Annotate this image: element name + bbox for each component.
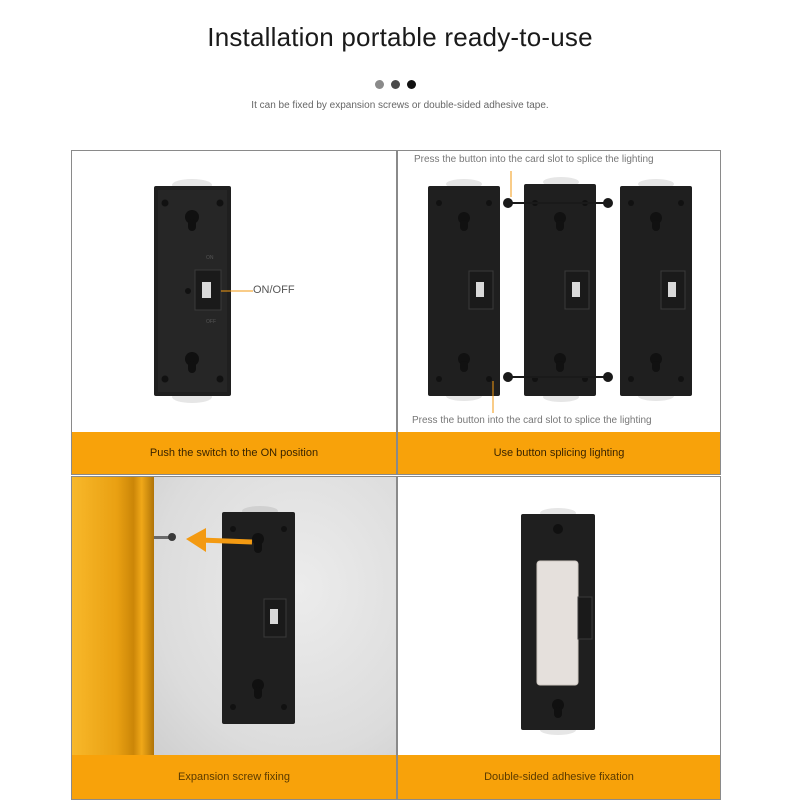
- top-note: Press the button into the card slot to s…: [414, 154, 654, 165]
- screw-fixing-illustration: [154, 506, 295, 724]
- panel-caption: Push the switch to the ON position: [72, 432, 396, 474]
- device-illustration: ON OFF: [154, 179, 253, 403]
- bottom-note: Press the button into the card slot to s…: [412, 415, 652, 426]
- panel-splicing: Press the button into the card slot to s…: [397, 150, 721, 475]
- adhesive-fixing-illustration: [521, 508, 595, 735]
- panel-caption: Use button splicing lighting: [398, 432, 720, 474]
- svg-text:ON: ON: [206, 255, 214, 261]
- panel-caption: Expansion screw fixing: [72, 755, 396, 799]
- page-subtitle: It can be fixed by expansion screws or d…: [251, 100, 549, 111]
- spliced-devices-illustration: [428, 171, 692, 413]
- dot-indicator[interactable]: [375, 80, 384, 89]
- wall-edge: [72, 477, 154, 755]
- panel-adhesive-fixing: Double-sided adhesive fixation: [397, 476, 721, 800]
- onoff-callout: ON/OFF: [253, 284, 295, 296]
- panel-caption: Double-sided adhesive fixation: [398, 755, 720, 799]
- carousel-dots: [372, 80, 422, 92]
- panel-screw-fixing: Expansion screw fixing: [71, 476, 397, 800]
- dot-indicator-active[interactable]: [407, 80, 416, 89]
- svg-text:OFF: OFF: [206, 319, 216, 325]
- panel-switch-on: ON OFF ON/OFF Push the switch to the ON …: [71, 150, 397, 475]
- page-title: Installation portable ready-to-use: [207, 22, 593, 52]
- dot-indicator[interactable]: [391, 80, 400, 89]
